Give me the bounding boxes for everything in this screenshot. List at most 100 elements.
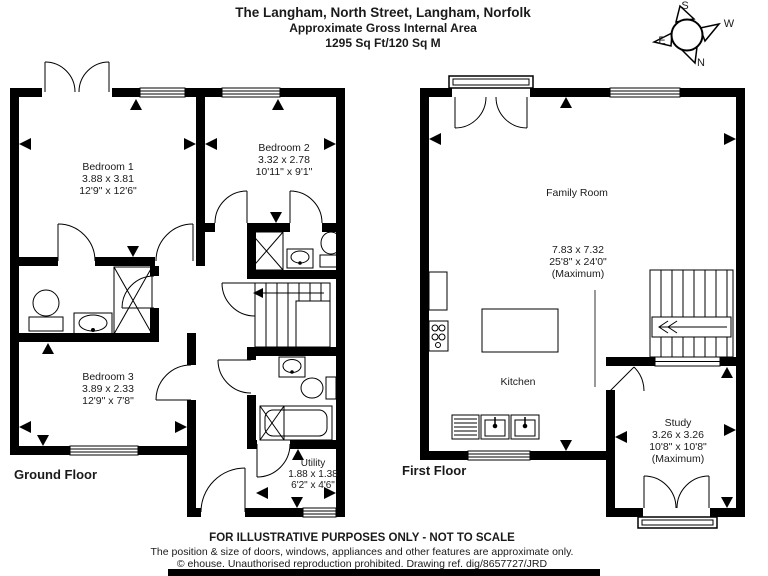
toilet-icon	[300, 376, 337, 400]
marker-right	[724, 133, 736, 145]
marker-right	[175, 421, 187, 433]
first-floor-fixtures	[428, 271, 596, 440]
marker-left	[615, 431, 627, 443]
compass-north: N	[697, 57, 705, 69]
toilet-icon	[319, 231, 343, 268]
marker-left	[19, 421, 31, 433]
first-floor-walls	[420, 88, 745, 517]
marker-up	[272, 99, 284, 110]
shower-icon	[113, 266, 153, 335]
marker-down	[37, 435, 49, 446]
page-area: 1295 Sq Ft/120 Sq M	[325, 36, 441, 50]
window	[467, 450, 531, 461]
basin-icon	[73, 312, 113, 337]
door	[256, 443, 291, 478]
marker-down	[291, 497, 303, 508]
marker-up	[560, 97, 572, 108]
marker-down	[560, 440, 572, 451]
bottom-bar	[168, 569, 600, 576]
stairs-arrow	[658, 320, 669, 334]
room-label-family-room: Family Room	[546, 187, 608, 199]
compass-west: W	[723, 18, 735, 30]
stairs-arrow	[253, 288, 263, 298]
sink-icon	[480, 414, 510, 440]
study-door	[609, 366, 645, 392]
window	[609, 87, 681, 98]
first-floor-label: First Floor	[402, 463, 467, 478]
window	[69, 445, 139, 456]
window	[302, 507, 337, 518]
marker-up	[292, 449, 304, 460]
room-label-study: Study 3.26 x 3.26 10'8" x 10'8" (Maximum…	[649, 417, 707, 465]
page-title: The Langham, North Street, Langham, Norf…	[235, 5, 531, 20]
compass-rose-icon	[651, 4, 721, 65]
hob-icon	[428, 320, 449, 352]
basin-icon	[278, 356, 306, 378]
marker-up	[721, 367, 733, 378]
entry-french-door	[454, 96, 528, 129]
room-dims-family-room: 7.83 x 7.32 25'8" x 24'0" (Maximum)	[549, 244, 607, 280]
marker-left	[429, 133, 441, 145]
ground-floor-plan	[10, 61, 345, 518]
bath-icon	[259, 405, 333, 441]
copyright-line: © ehouse. Unauthorised reproduction proh…	[176, 558, 548, 570]
marker-left	[205, 138, 217, 150]
ground-floor-fixtures	[28, 231, 343, 441]
first-floor-windows	[467, 87, 721, 461]
stair-landing-gap	[654, 356, 721, 367]
study-door-frame	[637, 516, 718, 529]
door	[289, 190, 323, 224]
first-floor-plan	[420, 75, 745, 529]
basin-icon	[286, 248, 314, 269]
window	[139, 87, 186, 98]
door	[155, 223, 194, 262]
marker-down	[270, 212, 282, 223]
toilet-icon	[28, 289, 64, 332]
french-door	[44, 61, 110, 93]
page-subtitle: Approximate Gross Internal Area	[289, 21, 477, 35]
room-label-bedroom1: Bedroom 1 3.88 x 3.81 12'9" x 12'6"	[79, 161, 137, 197]
entrance-door	[200, 467, 246, 513]
marker-right	[184, 138, 196, 150]
door	[221, 282, 256, 317]
cupboard-icon	[428, 271, 448, 311]
marker-up	[130, 99, 142, 110]
entry-door-frame	[448, 75, 534, 89]
stairs-arrow	[667, 320, 678, 334]
sink-icon	[510, 414, 540, 440]
ground-floor-label: Ground Floor	[14, 467, 98, 482]
marker-right	[724, 424, 736, 436]
door	[214, 190, 248, 224]
first-floor-markers	[429, 97, 736, 508]
first-floor-doors	[448, 75, 718, 529]
kitchen-island	[481, 308, 559, 353]
ground-floor-markers	[19, 99, 336, 508]
marker-left	[19, 138, 31, 150]
ground-floor-windows	[69, 87, 337, 518]
ground-floor-stairs	[253, 282, 331, 348]
window	[221, 87, 281, 98]
compass-south: S	[681, 0, 689, 12]
ground-floor-walls	[10, 88, 345, 517]
disclaimer-line2: The position & size of doors, windows, a…	[150, 546, 574, 558]
shower-icon	[249, 231, 284, 271]
disclaimer-line1: FOR ILLUSTRATIVE PURPOSES ONLY - NOT TO …	[209, 532, 515, 544]
study-french-door	[643, 475, 710, 509]
door	[155, 364, 192, 401]
room-label-kitchen: Kitchen	[500, 376, 536, 388]
door	[121, 275, 155, 309]
first-floor-stairs	[649, 269, 734, 358]
marker-right	[324, 487, 336, 499]
room-label-bedroom3: Bedroom 3 3.89 x 2.33 12'9" x 7'8"	[82, 371, 134, 407]
marker-up	[42, 343, 54, 354]
door	[57, 223, 96, 262]
marker-down	[127, 246, 139, 257]
room-label-utility: Utility 1.88 x 1.38 6'2" x 4'6"	[288, 458, 338, 491]
room-label-bedroom2: Bedroom 2 3.32 x 2.78 10'11" x 9'1"	[255, 142, 313, 178]
drainer-icon	[451, 414, 480, 440]
marker-down	[721, 497, 733, 508]
marker-right	[324, 138, 336, 150]
door	[217, 359, 252, 394]
